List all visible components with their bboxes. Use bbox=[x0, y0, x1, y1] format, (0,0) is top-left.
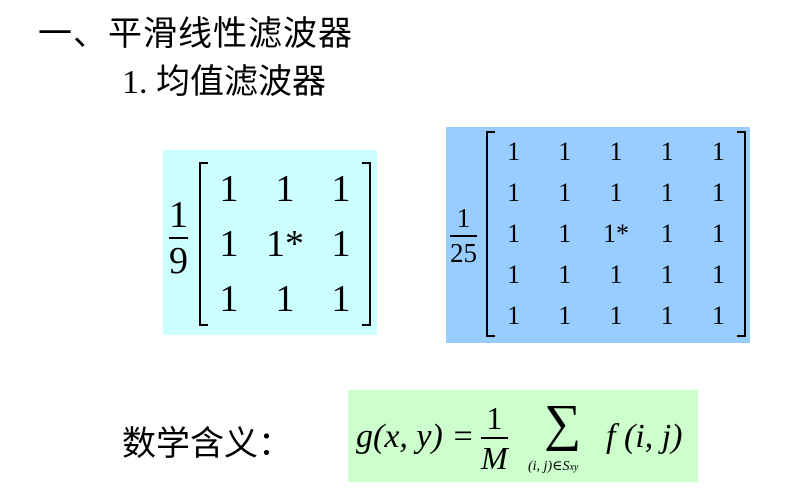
mask-5x5-cell: 1 bbox=[609, 260, 623, 290]
mask-5x5-cell: 1 bbox=[558, 218, 572, 248]
mask-5x5-panel: 1 25 1 1 1 1 1 1 1 1 1 1 1 1 1* 1 1 1 1 1 1 1 1 1 1 1 1 bbox=[446, 127, 750, 343]
mask-5x5-cell: 1* bbox=[602, 218, 629, 248]
summation-symbol: ∑ bbox=[544, 395, 582, 452]
mask-3x3-numerator: 1 bbox=[169, 194, 188, 236]
mask-3x3-cell: 1 bbox=[219, 222, 239, 265]
mask-5x5-cell: 1 bbox=[711, 136, 725, 166]
mask-5x5-cell: 1 bbox=[660, 301, 674, 331]
mask-5x5-cell: 1 bbox=[660, 136, 674, 166]
mask-3x3-cell: 1 bbox=[331, 222, 351, 265]
math-meaning-label: 数学含义： bbox=[122, 424, 292, 464]
subsection-title: 1. 均值滤波器 bbox=[122, 54, 326, 103]
mask-3x3-coefficient: 1 9 bbox=[169, 196, 188, 280]
mask-5x5-cell: 1 bbox=[711, 301, 725, 331]
formula-lhs: g(x, y) = bbox=[356, 418, 475, 455]
subsection-number: 1. bbox=[122, 64, 148, 101]
formula-panel: g(x, y) = 1 M ∑ (i, j)∈Sxy f (i, j) bbox=[348, 390, 698, 482]
mask-5x5-cell: 1 bbox=[711, 218, 725, 248]
mask-5x5-cell: 1 bbox=[507, 218, 521, 248]
mask-5x5-cell: 1 bbox=[507, 301, 521, 331]
mask-5x5-cell: 1 bbox=[660, 177, 674, 207]
mask-5x5-cell: 1 bbox=[558, 260, 572, 290]
summation-subscript-index: xy bbox=[569, 462, 579, 473]
mask-5x5-matrix: 1 1 1 1 1 1 1 1 1 1 1 1 1* 1 1 1 1 1 1 1 1 1 1 1 1 bbox=[486, 131, 746, 337]
mask-5x5-cell: 1 bbox=[660, 260, 674, 290]
summation-subscript: (i, j)∈Sxy bbox=[528, 458, 578, 475]
mask-5x5-cell: 1 bbox=[660, 218, 674, 248]
mask-5x5-coefficient: 1 25 bbox=[450, 205, 477, 267]
mask-3x3-cell: 1 bbox=[275, 168, 295, 211]
formula-denominator: M bbox=[481, 440, 508, 476]
formula-fraction: 1 M bbox=[481, 402, 508, 474]
mask-5x5-cell: 1 bbox=[558, 301, 572, 331]
mask-5x5-numerator: 1 bbox=[456, 203, 471, 233]
mask-5x5-cell: 1 bbox=[558, 136, 572, 166]
mask-5x5-cell: 1 bbox=[609, 177, 623, 207]
mask-5x5-denominator: 25 bbox=[450, 238, 477, 268]
mask-5x5-cell: 1 bbox=[609, 136, 623, 166]
mask-5x5-cell: 1 bbox=[711, 260, 725, 290]
formula-numerator: 1 bbox=[486, 400, 503, 436]
mask-3x3-cell: 1 bbox=[275, 277, 295, 320]
mask-5x5-cell: 1 bbox=[558, 177, 572, 207]
mask-3x3-denominator: 9 bbox=[169, 240, 188, 282]
section-title: 一、平滑线性滤波器 bbox=[38, 14, 353, 54]
mask-5x5-cell: 1 bbox=[507, 260, 521, 290]
mask-3x3-cell: 1* bbox=[266, 222, 304, 265]
mask-5x5-cell: 1 bbox=[507, 136, 521, 166]
subsection-text: 均值滤波器 bbox=[156, 62, 326, 102]
formula-rhs: f (i, j) bbox=[606, 418, 683, 455]
mask-3x3-cell: 1 bbox=[219, 168, 239, 211]
mask-3x3-cell: 1 bbox=[331, 168, 351, 211]
mask-3x3-cell: 1 bbox=[331, 277, 351, 320]
mask-3x3-cell: 1 bbox=[219, 277, 239, 320]
summation-subscript-set: (i, j)∈S bbox=[528, 459, 570, 474]
mask-5x5-cell: 1 bbox=[507, 177, 521, 207]
mask-5x5-cell: 1 bbox=[609, 301, 623, 331]
mask-5x5-cell: 1 bbox=[711, 177, 725, 207]
